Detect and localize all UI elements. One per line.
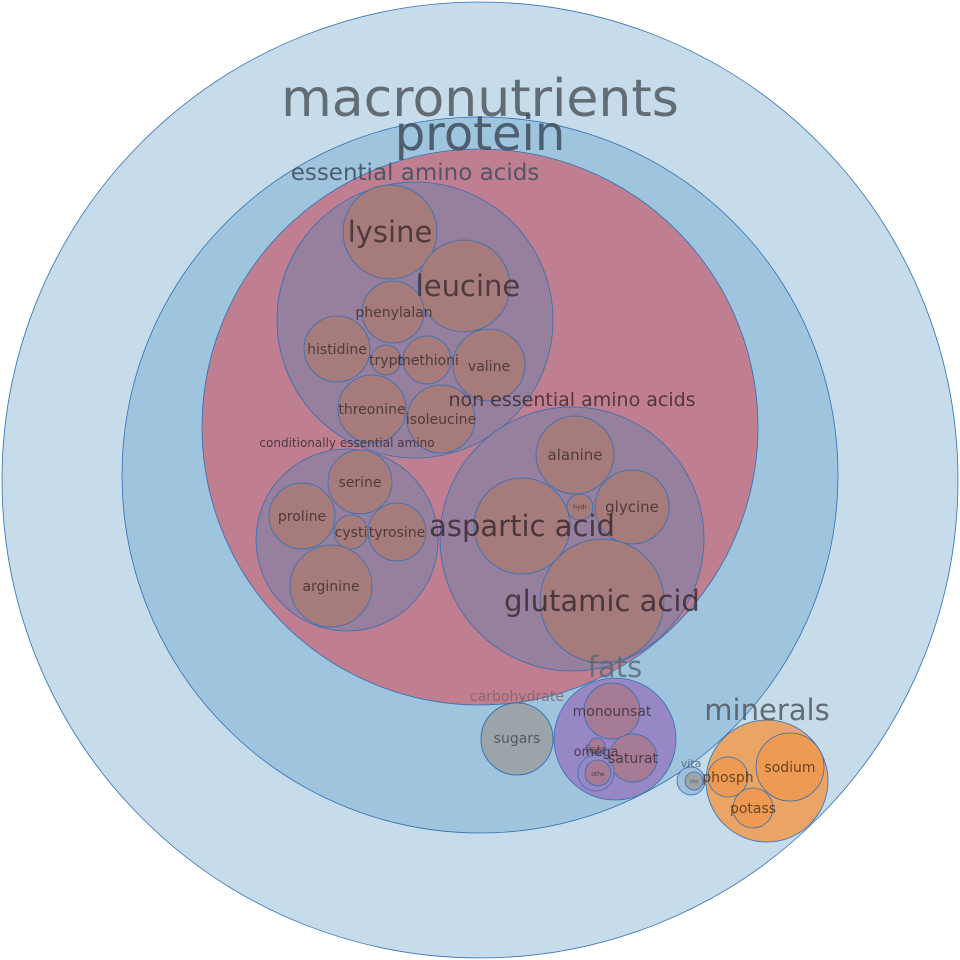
bubble-tryptophan[interactable] [370, 344, 402, 376]
label-serine: serine [338, 475, 381, 491]
bubble-lysine[interactable] [342, 184, 438, 280]
bubble-sodium[interactable] [755, 732, 825, 802]
label-hydroxyproline: hydr [573, 504, 587, 511]
label-cystine: cysti [335, 525, 368, 541]
bubble-leucine[interactable] [417, 239, 511, 333]
label-carbohydrate: carbohydrate [470, 689, 564, 705]
bubble-serine[interactable] [327, 449, 393, 515]
label-omega: omega [574, 745, 619, 760]
label-saturated: saturat [608, 751, 659, 767]
label-sodium: sodium [764, 760, 815, 776]
bubble-histidine[interactable] [303, 315, 371, 383]
bubble-methionine[interactable] [402, 335, 452, 385]
label-isoleucine: isoleucine [406, 412, 476, 428]
bubble-phenylalanine[interactable] [361, 280, 425, 344]
label-macronutrients: macronutrients [281, 69, 679, 129]
label-lysine: lysine [348, 215, 433, 249]
label-fat-small: fats [585, 743, 608, 757]
label-fats: fats [588, 650, 642, 684]
label-conditionally-essential-amino-acids: conditionally essential amino [259, 436, 434, 450]
bubble-sugars[interactable] [480, 702, 554, 776]
bubble-fat-small[interactable] [584, 759, 612, 787]
label-minerals: minerals [704, 693, 829, 727]
label-phosphorus: phosph [702, 770, 753, 786]
bubble-alanine[interactable] [535, 415, 615, 495]
label-histidine: histidine [307, 342, 367, 358]
label-other-fats: othe [591, 771, 605, 778]
label-arginine: arginine [302, 579, 359, 595]
label-vitamins: vita [681, 757, 702, 770]
bubble-arginine[interactable] [289, 544, 373, 628]
label-glutamic-acid: glutamic acid [504, 584, 700, 618]
label-methionine: methioni [397, 353, 459, 369]
bubble-potassium[interactable] [732, 787, 774, 829]
label-tryptophan: trypt [369, 353, 403, 369]
label-monounsaturated: monounsat [573, 704, 652, 720]
label-leucine: leucine [416, 269, 521, 303]
bubble-monounsaturated[interactable] [583, 682, 641, 740]
label-protein: protein [395, 106, 566, 162]
bubble-valine[interactable] [452, 328, 526, 402]
label-valine: valine [468, 359, 510, 375]
bubble-saturated[interactable] [608, 733, 658, 783]
label-aspartic-acid: aspartic acid [429, 509, 615, 543]
label-non-essential-amino-acids: non essential amino acids [448, 389, 695, 411]
label-choline: cho [690, 779, 699, 785]
bubble-glycine[interactable] [594, 469, 670, 545]
label-phenylalanine: phenylalan [355, 305, 432, 321]
label-essential-amino-acids: essential amino acids [291, 160, 540, 186]
label-tyrosine: tyrosine [369, 525, 425, 541]
label-sugars: sugars [494, 731, 541, 747]
bubble-phosphorus[interactable] [707, 756, 749, 798]
bubble-isoleucine[interactable] [406, 384, 476, 454]
bubble-tyrosine[interactable] [367, 502, 427, 562]
bubble-omega[interactable] [588, 737, 606, 755]
label-proline: proline [278, 509, 326, 525]
bubble-proline[interactable] [268, 482, 336, 550]
bubble-aspartic-acid[interactable] [473, 477, 571, 575]
label-glycine: glycine [605, 498, 659, 516]
bubble-glutamic-acid[interactable] [539, 538, 665, 664]
label-threonine: threonine [338, 402, 405, 418]
bubble-hydroxyproline[interactable] [566, 493, 594, 521]
label-potassium: potass [730, 801, 776, 817]
bubble-choline[interactable] [684, 771, 704, 791]
label-alanine: alanine [548, 446, 603, 464]
bubble-threonine[interactable] [337, 374, 407, 444]
